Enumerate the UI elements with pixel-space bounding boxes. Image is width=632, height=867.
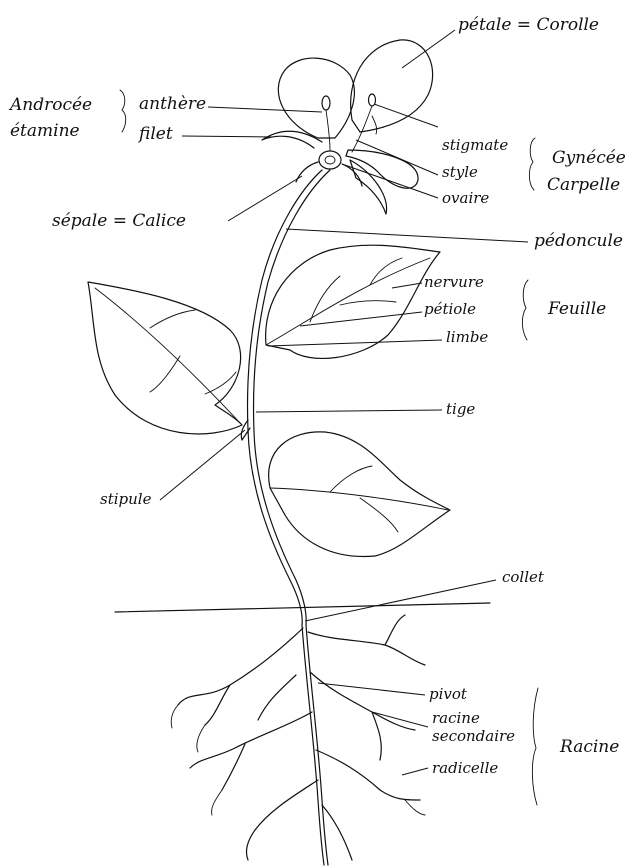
roots [171,615,425,865]
sepal-left [296,162,318,182]
label-etamine: étamine [10,121,80,141]
label-stipule: stipule [100,490,152,508]
stamen-left [262,131,322,148]
petal-left [278,58,354,138]
label-pivot: pivot [429,685,468,703]
petal-right [351,40,433,132]
anther-left [322,96,330,110]
label-feuille: Feuille [547,299,606,319]
leaf-lower-right [269,432,450,557]
stem-back [254,170,330,625]
label-carpelle: Carpelle [547,175,620,195]
label-stigmate: stigmate [442,136,508,154]
label-petale-corolle: pétale = Corolle [458,15,599,35]
label-nervure: nervure [424,273,484,291]
label-petiole: pétiole [424,300,476,318]
label-racine-secondaire-1: racine [432,709,480,727]
label-collet: collet [502,568,545,586]
label-gynecee: Gynécée [552,148,626,168]
label-sepale-calice: sépale = Calice [52,211,186,231]
labels: pétale = Corolle Androcée étamine anthèr… [8,15,626,777]
label-anthere: anthère [139,94,206,114]
label-tige: tige [446,400,475,418]
label-style: style [442,163,478,181]
label-racine-secondaire-2: secondaire [432,727,515,745]
label-pedoncule: pédoncule [534,231,623,251]
label-radicelle: radicelle [432,759,498,777]
label-androcee: Androcée [8,95,92,115]
label-limbe: limbe [446,328,488,346]
filament-1 [326,110,330,150]
ground-line [115,603,490,612]
bracket-gynecee [529,138,535,190]
bracket-androcee [120,90,126,132]
bracket-racine [532,688,538,805]
ovary-shape [319,151,341,169]
label-filet: filet [137,124,173,144]
bracket-feuille [522,280,528,340]
label-racine: Racine [559,737,619,757]
leaf-left [88,282,242,434]
label-ovaire: ovaire [442,189,489,207]
flower [262,40,433,214]
petal-hanging [350,160,387,214]
stigma-tip [372,116,377,134]
ovary-inner [325,156,335,164]
